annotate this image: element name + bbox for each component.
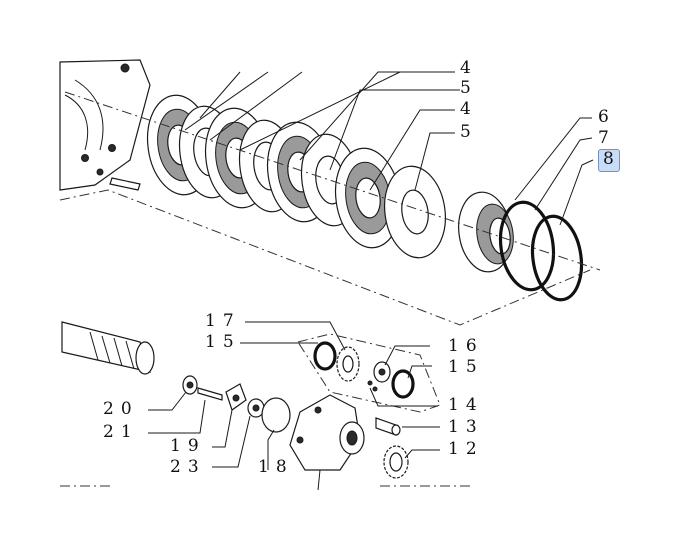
gear-set — [313, 341, 415, 479]
callout-14: 14 — [448, 395, 484, 415]
leader-lines — [148, 71, 594, 470]
callout-19: 19 — [170, 436, 206, 456]
upper-axis-lines — [59, 91, 601, 326]
callout-8-highlighted[interactable]: 8 — [598, 149, 620, 172]
splined-shaft — [61, 321, 155, 375]
callout-21: 21 — [103, 422, 139, 442]
callout-4: 4 — [460, 99, 478, 119]
housing-fragment — [59, 59, 151, 191]
seal-rings — [498, 200, 584, 302]
callout-6: 6 — [598, 107, 616, 127]
clutch-disc-stack — [146, 94, 446, 259]
callout-23: 23 — [170, 457, 206, 477]
callout-15: 15 — [448, 357, 484, 377]
callout-18: 18 — [258, 457, 294, 477]
differential-housing — [289, 394, 365, 491]
callout-13: 13 — [448, 417, 484, 437]
callout-12: 12 — [448, 439, 484, 459]
callout-5: 5 — [460, 122, 478, 142]
callout-7: 7 — [598, 128, 616, 148]
callout-15: 15 — [205, 332, 241, 352]
callout-16: 16 — [448, 336, 484, 356]
small-parts-left — [182, 375, 291, 433]
callout-20: 20 — [103, 399, 139, 419]
callout-4: 4 — [460, 58, 478, 78]
callout-5: 5 — [460, 78, 478, 98]
lower-axis-lines — [60, 333, 470, 487]
callout-17: 17 — [205, 311, 241, 331]
